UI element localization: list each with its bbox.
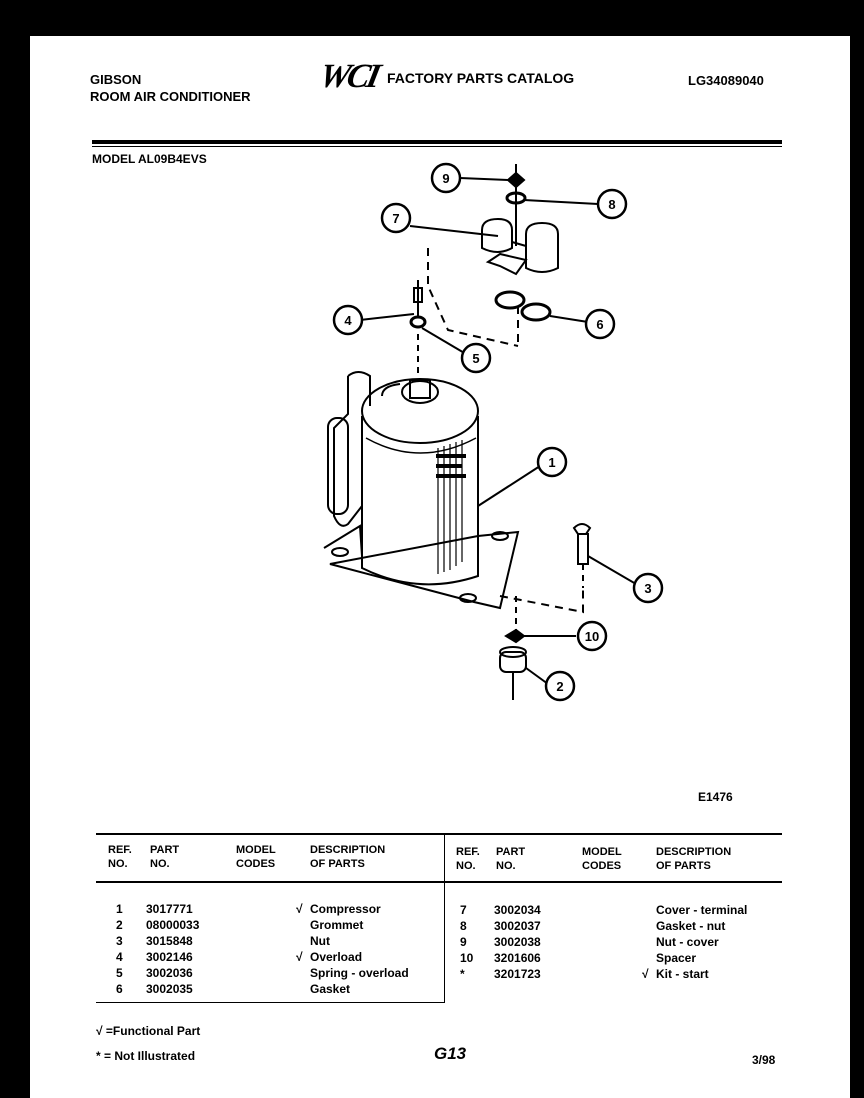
svg-text:10: 10: [585, 629, 599, 644]
callout-2: 2: [544, 670, 576, 702]
svg-text:8: 8: [608, 197, 615, 212]
header-rule-thin: [92, 146, 782, 147]
model-number: MODEL AL09B4EVS: [92, 152, 207, 166]
callout-3: 3: [632, 572, 664, 604]
table-column-divider: [444, 833, 445, 1003]
table-row-part-no: 3002034: [494, 903, 541, 917]
table-row-description: Grommet: [310, 918, 364, 932]
table-row-part-no: 08000033: [146, 918, 200, 932]
brand-name: GIBSON: [90, 72, 142, 87]
table-row-description: Cover - terminal: [656, 903, 748, 917]
table-row-functional-mark: √: [642, 967, 649, 981]
svg-text:6: 6: [596, 317, 603, 332]
table-row-ref-no: 5: [116, 966, 123, 980]
table-row-description: Kit - start: [656, 967, 709, 981]
figure-code: E1476: [698, 790, 733, 804]
svg-text:2: 2: [556, 679, 563, 694]
table-row-part-no: 3015848: [146, 934, 193, 948]
table-row-description: Overload: [310, 950, 363, 964]
table-row-part-no: 3002035: [146, 982, 193, 996]
table-row-ref-no: 6: [116, 982, 123, 996]
svg-text:7: 7: [392, 211, 399, 226]
product-type: ROOM AIR CONDITIONER: [90, 89, 251, 104]
table-row-part-no: 3002038: [494, 935, 541, 949]
svg-text:1: 1: [548, 455, 555, 470]
table-row-ref-no: 9: [460, 935, 467, 949]
date-code: 3/98: [752, 1053, 776, 1067]
table-row-description: Nut - cover: [656, 935, 719, 949]
legend-functional-part: √ =Functional Part: [96, 1024, 201, 1038]
catalog-number: LG34089040: [688, 73, 764, 88]
table-row-description: Compressor: [310, 902, 381, 916]
table-row-functional-mark: √: [296, 950, 303, 964]
callout-6: 6: [584, 308, 616, 340]
table-row-part-no: 3002146: [146, 950, 193, 964]
callout-10: 10: [576, 620, 608, 652]
table-row-description: Spacer: [656, 951, 697, 965]
legend-not-illustrated: * = Not Illustrated: [96, 1049, 196, 1063]
header-rule: [92, 140, 782, 144]
svg-text:9: 9: [442, 171, 449, 186]
table-row-ref-no: 7: [460, 903, 467, 917]
table-header-rule: [96, 881, 782, 883]
svg-text:4: 4: [344, 313, 352, 328]
table-row-part-no: 3201606: [494, 951, 541, 965]
callout-1: 1: [536, 446, 568, 478]
table-row-ref-no: 1: [116, 902, 123, 916]
table-row-ref-no: 4: [116, 950, 123, 964]
table-row-ref-no: *: [460, 967, 465, 981]
table-row-ref-no: 3: [116, 934, 123, 948]
header-ref-no-right: REF.NO.: [456, 846, 480, 872]
header-ref-no: REF.NO.: [108, 844, 132, 870]
catalog-title: FACTORY PARTS CATALOG: [387, 70, 575, 86]
callout-7: 7: [380, 202, 412, 234]
table-row-part-no: 3017771: [146, 902, 193, 916]
table-row-part-no: 3002037: [494, 919, 541, 933]
exploded-parts-diagram: 9 8 7 4 5 6 1 3 10 2: [323, 162, 664, 702]
svg-text:5: 5: [472, 351, 479, 366]
callout-9: 9: [430, 162, 462, 194]
table-row-part-no: 3002036: [146, 966, 193, 980]
callout-8: 8: [596, 188, 628, 220]
table-row-part-no: 3201723: [494, 967, 541, 981]
table-row-description: Gasket: [310, 982, 351, 996]
callout-5: 5: [460, 342, 492, 374]
catalog-page: GIBSON ROOM AIR CONDITIONER WCI FACTORY …: [30, 36, 850, 1098]
table-row-ref-no: 8: [460, 919, 467, 933]
table-top-rule: [96, 833, 782, 835]
table-row-description: Gasket - nut: [656, 919, 726, 933]
table-bottom-rule: [96, 1002, 444, 1003]
table-row-ref-no: 2: [116, 918, 123, 932]
table-row-ref-no: 10: [460, 951, 474, 965]
svg-text:3: 3: [644, 581, 651, 596]
callout-4: 4: [332, 304, 364, 336]
table-row-functional-mark: √: [296, 902, 303, 916]
table-row-description: Spring - overload: [310, 966, 409, 980]
table-row-description: Nut: [310, 934, 330, 948]
page-code: G13: [434, 1044, 467, 1063]
